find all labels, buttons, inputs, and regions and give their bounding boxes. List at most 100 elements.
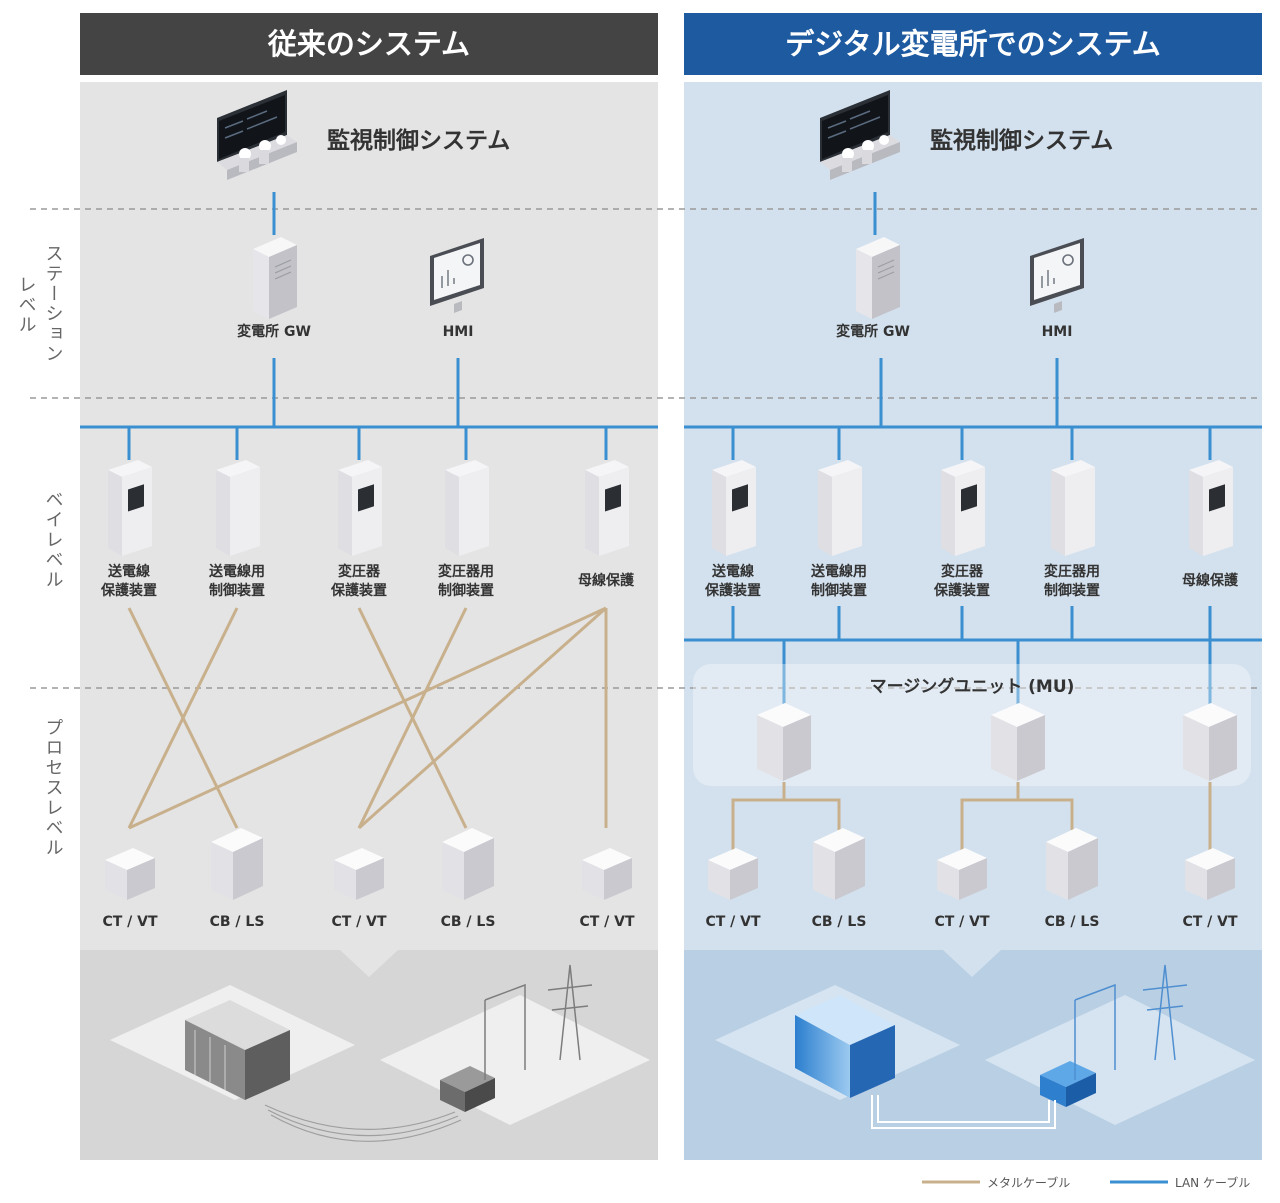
ct-vt-icon xyxy=(334,848,384,900)
level-bay: ベイレベル xyxy=(43,490,64,590)
legacy-ied-label: 制御装置 xyxy=(209,582,265,599)
merging-unit-label: マージングユニット (MU) xyxy=(870,676,1075,697)
monitor-icon xyxy=(1030,238,1084,313)
ct-vt-icon xyxy=(708,848,758,900)
ied-cabinet-icon xyxy=(108,460,152,556)
legacy-header: 従来のシステム xyxy=(80,13,658,75)
digital-ied-label: 送電線用 xyxy=(810,563,867,580)
digital-ied-labels: 送電線 保護装置 送電線用 制御装置 変圧器 保護装置 変圧器用 制御装置 母線… xyxy=(704,563,1239,599)
digital-field-label: CB / LS xyxy=(1045,914,1100,930)
digital-metal-cables xyxy=(731,782,1212,850)
ct-vt-icon xyxy=(105,848,155,900)
legacy-gateway: 変電所 GW xyxy=(237,237,311,340)
legacy-ied-label: 送電線用 xyxy=(208,563,265,580)
digital-field-label: CT / VT xyxy=(1182,914,1238,930)
legacy-hmi: HMI xyxy=(430,238,484,340)
merging-unit-zone: マージングユニット (MU) xyxy=(693,664,1251,786)
legacy-field-labels: CT / VT CB / LS CT / VT CB / LS CT / VT xyxy=(102,914,635,930)
merging-unit-icon xyxy=(991,703,1045,781)
digital-ied-label: 母線保護 xyxy=(1182,572,1239,589)
digital-fiber-cable xyxy=(871,1095,1056,1129)
cb-ls-icon xyxy=(1046,828,1098,900)
legacy-ied-label: 変圧器用 xyxy=(438,563,494,580)
digital-ied-label: 保護装置 xyxy=(933,582,990,599)
level-station-2: レベル xyxy=(16,275,37,335)
legacy-metal-cables xyxy=(127,606,608,830)
ied-cabinet-icon xyxy=(1189,460,1233,556)
legacy-hmi-label: HMI xyxy=(443,324,474,340)
legacy-substation-illustration xyxy=(110,964,650,1142)
legacy-ied-label: 送電線 xyxy=(107,563,150,580)
ied-cabinet-icon xyxy=(941,460,985,556)
legacy-ied-label: 保護装置 xyxy=(330,582,387,599)
cb-ls-icon xyxy=(813,828,865,900)
merging-unit-icon xyxy=(757,703,811,781)
ct-vt-icon xyxy=(1185,848,1235,900)
legend-metal-label: メタルケーブル xyxy=(987,1175,1070,1190)
digital-ied-label: 制御装置 xyxy=(1044,582,1100,599)
buried-cables xyxy=(264,1104,462,1142)
digital-field-label: CB / LS xyxy=(812,914,867,930)
ied-cabinet-icon xyxy=(818,460,862,556)
legacy-field-label: CT / VT xyxy=(579,914,635,930)
ied-cabinet-icon xyxy=(338,460,382,556)
digital-panel xyxy=(684,82,1262,1160)
legacy-field-label: CT / VT xyxy=(102,914,158,930)
ied-cabinet-icon xyxy=(585,460,629,556)
level-process: プロセスレベル xyxy=(43,718,64,858)
ied-cabinet-icon xyxy=(1051,460,1095,556)
legacy-header-title: 従来のシステム xyxy=(267,27,470,61)
legacy-scada: 監視制御システム xyxy=(217,90,510,180)
server-icon xyxy=(856,237,900,319)
digital-substation-illustration xyxy=(715,964,1255,1129)
digital-hmi-label: HMI xyxy=(1042,324,1073,340)
legacy-field-devices xyxy=(105,828,632,900)
digital-gateway: 変電所 GW xyxy=(836,237,910,340)
digital-field-label: CT / VT xyxy=(934,914,990,930)
legacy-ied-labels: 送電線 保護装置 送電線用 制御装置 変圧器 保護装置 変圧器用 制御装置 母線… xyxy=(100,563,635,599)
legacy-ied-label: 保護装置 xyxy=(100,582,157,599)
ied-cabinet-icon xyxy=(445,460,489,556)
control-building-icon xyxy=(185,1000,290,1100)
digital-header: デジタル変電所でのシステム xyxy=(684,13,1262,75)
transmission-tower-icon xyxy=(484,964,593,1080)
digital-header-title: デジタル変電所でのシステム xyxy=(785,27,1161,61)
legacy-ied-row xyxy=(108,460,629,556)
digital-scada: 監視制御システム xyxy=(820,90,1113,180)
digital-lan-cables xyxy=(684,192,1262,705)
ct-vt-icon xyxy=(582,848,632,900)
digital-field-label: CT / VT xyxy=(705,914,761,930)
server-icon xyxy=(253,237,297,319)
digital-scada-label: 監視制御システム xyxy=(930,127,1113,154)
digital-hmi: HMI xyxy=(1030,238,1084,340)
control-building-icon xyxy=(795,995,895,1098)
ct-vt-icon xyxy=(937,848,987,900)
level-station-1: ステーション xyxy=(43,244,64,364)
legacy-ied-label: 母線保護 xyxy=(578,572,635,589)
legacy-panel xyxy=(80,82,658,1160)
cb-ls-icon xyxy=(442,828,494,900)
legacy-field-label: CB / LS xyxy=(210,914,265,930)
digital-gateway-label: 変電所 GW xyxy=(836,323,910,340)
level-labels: ステーション レベル ベイレベル プロセスレベル xyxy=(16,244,64,858)
digital-field-labels: CT / VT CB / LS CT / VT CB / LS CT / VT xyxy=(705,914,1238,930)
digital-ied-label: 送電線 xyxy=(711,563,754,580)
transformer-icon xyxy=(440,1066,495,1112)
digital-ied-row xyxy=(712,460,1233,556)
legend-lan-label: LAN ケーブル xyxy=(1175,1175,1250,1190)
legacy-gateway-label: 変電所 GW xyxy=(237,323,311,340)
digital-ied-label: 保護装置 xyxy=(704,582,761,599)
legacy-lan-cables xyxy=(80,192,658,460)
control-room-icon xyxy=(820,90,900,180)
ied-cabinet-icon xyxy=(216,460,260,556)
ied-cabinet-icon xyxy=(712,460,756,556)
cb-ls-icon xyxy=(211,828,263,900)
digital-ied-label: 変圧器 xyxy=(941,563,984,580)
legacy-ied-label: 変圧器 xyxy=(338,563,381,580)
monitor-icon xyxy=(430,238,484,313)
legend: メタルケーブル LAN ケーブル xyxy=(922,1175,1250,1190)
legacy-field-label: CT / VT xyxy=(331,914,387,930)
legacy-ied-label: 制御装置 xyxy=(438,582,494,599)
digital-field-devices xyxy=(708,828,1235,900)
